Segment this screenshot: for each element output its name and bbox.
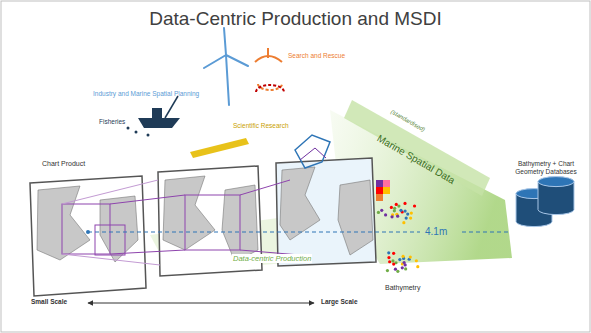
- scale-arrow: [88, 303, 314, 304]
- layer-label: Bathymetry: [384, 284, 421, 291]
- database-cylinders: [508, 160, 584, 270]
- chart-panels: [30, 158, 376, 296]
- use-label: Industry and Marine Spatial Planning: [92, 90, 200, 97]
- use-label: Search and Rescue: [287, 52, 346, 59]
- use-label: Fisheries: [98, 118, 126, 125]
- node-label: Bathymetry + Chart Geometry Databases: [515, 160, 577, 176]
- wind-turbine: [204, 28, 248, 105]
- scale-label: Large Scale: [320, 298, 359, 305]
- rescue-icon: [255, 48, 284, 92]
- depth-value: 4.1m: [424, 226, 448, 237]
- node-label: Chart Product: [42, 160, 142, 168]
- depth-point: [86, 230, 90, 234]
- database-stack: Bathymetry + Chart Geometry Databases: [508, 160, 584, 270]
- scale-label: Small Scale: [30, 298, 68, 305]
- slide-title: Data-Centric Production and MSDI: [0, 8, 591, 30]
- bathymetry-soundings: [377, 202, 420, 273]
- research-icon: [190, 135, 330, 168]
- coverage-frames: [62, 180, 300, 265]
- fishing-boat: [127, 96, 181, 137]
- land-areas: [37, 167, 373, 262]
- use-label: Scientific Research: [232, 122, 290, 129]
- raster-tiles: [376, 180, 390, 201]
- process-label: Data-centric Production: [232, 254, 312, 263]
- chart-product-panel: Chart Product: [30, 160, 146, 296]
